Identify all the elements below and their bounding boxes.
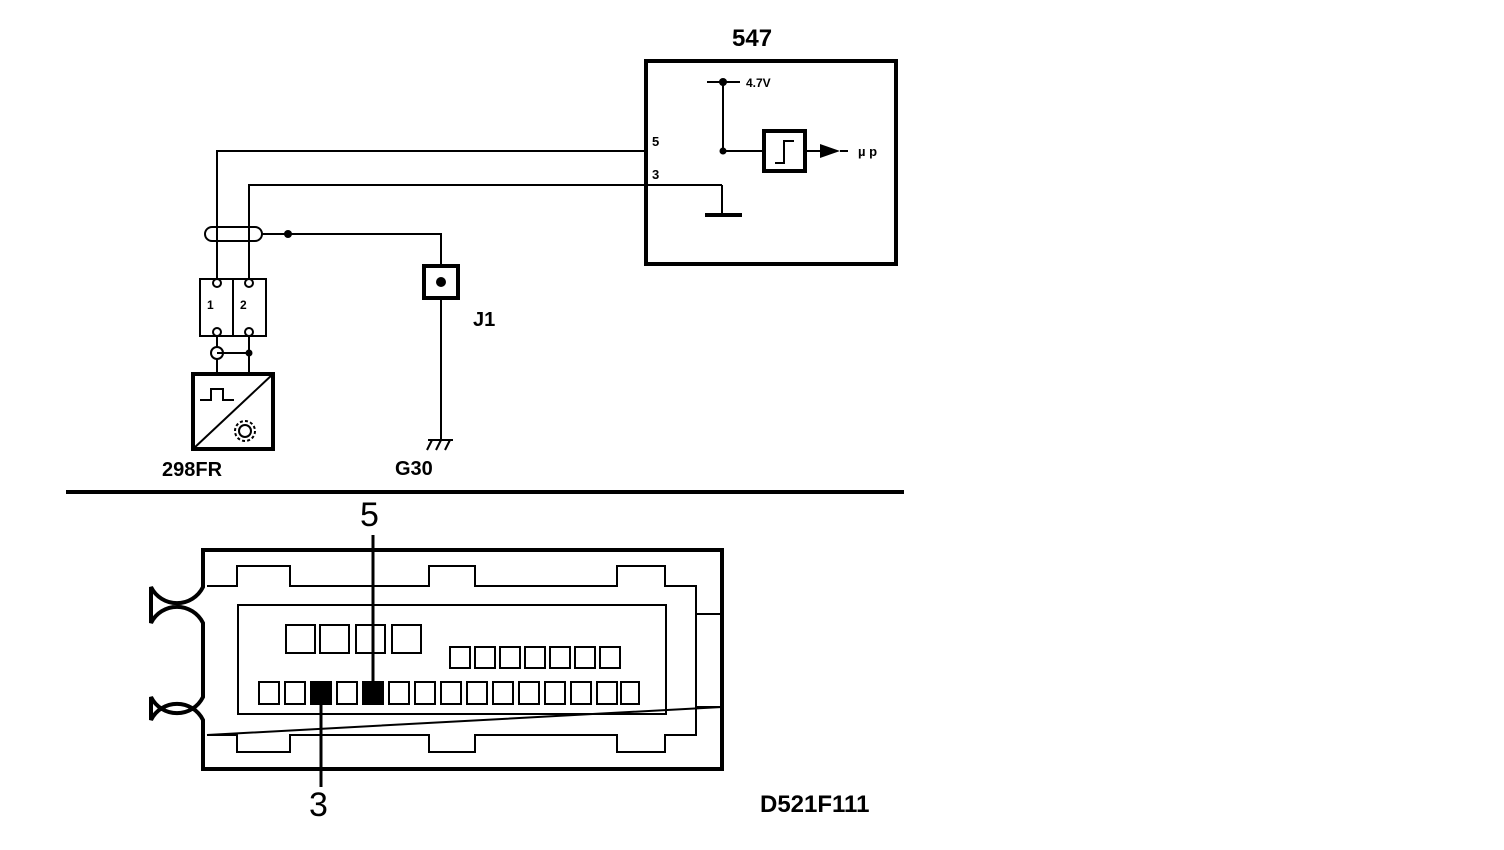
- cavity-row-bottom: [258, 681, 640, 705]
- schmitt-trigger-icon: [762, 129, 807, 173]
- ground-label: G30: [395, 458, 433, 480]
- ecu-connector-face: 5 3: [149, 496, 724, 824]
- connector-pin1-label: 1: [207, 298, 214, 312]
- pin3-label: 3: [652, 167, 659, 182]
- voltage-label: 4.7V: [746, 76, 771, 90]
- jumper-j1: J1: [422, 264, 495, 331]
- cavity-row-top: [285, 624, 422, 654]
- output-arrow-icon: [820, 144, 840, 158]
- pin5-label: 5: [652, 134, 659, 149]
- pin3-cavity: [310, 681, 332, 705]
- callout3-label: 3: [309, 786, 328, 824]
- pin5-cavity: [362, 681, 384, 705]
- ecu-label: 547: [732, 25, 772, 52]
- callout5-label: 5: [360, 496, 379, 534]
- ground-symbol-icon: [426, 439, 453, 451]
- cavity-row-middle: [449, 646, 621, 669]
- reference-code: D521F111: [760, 791, 869, 818]
- ecu-547: 547 4.7V µ p 5 3: [644, 25, 898, 266]
- sensor-leads: [210, 336, 253, 374]
- sensor-connector: 1 2: [199, 278, 267, 337]
- hall-effect-sensor-icon: [191, 372, 275, 451]
- wires: [204, 150, 722, 440]
- jumper-label: J1: [473, 309, 495, 331]
- sensor-label: 298FR: [162, 459, 223, 481]
- micro-label: µ p: [858, 144, 877, 159]
- connector-pin2-label: 2: [240, 298, 247, 312]
